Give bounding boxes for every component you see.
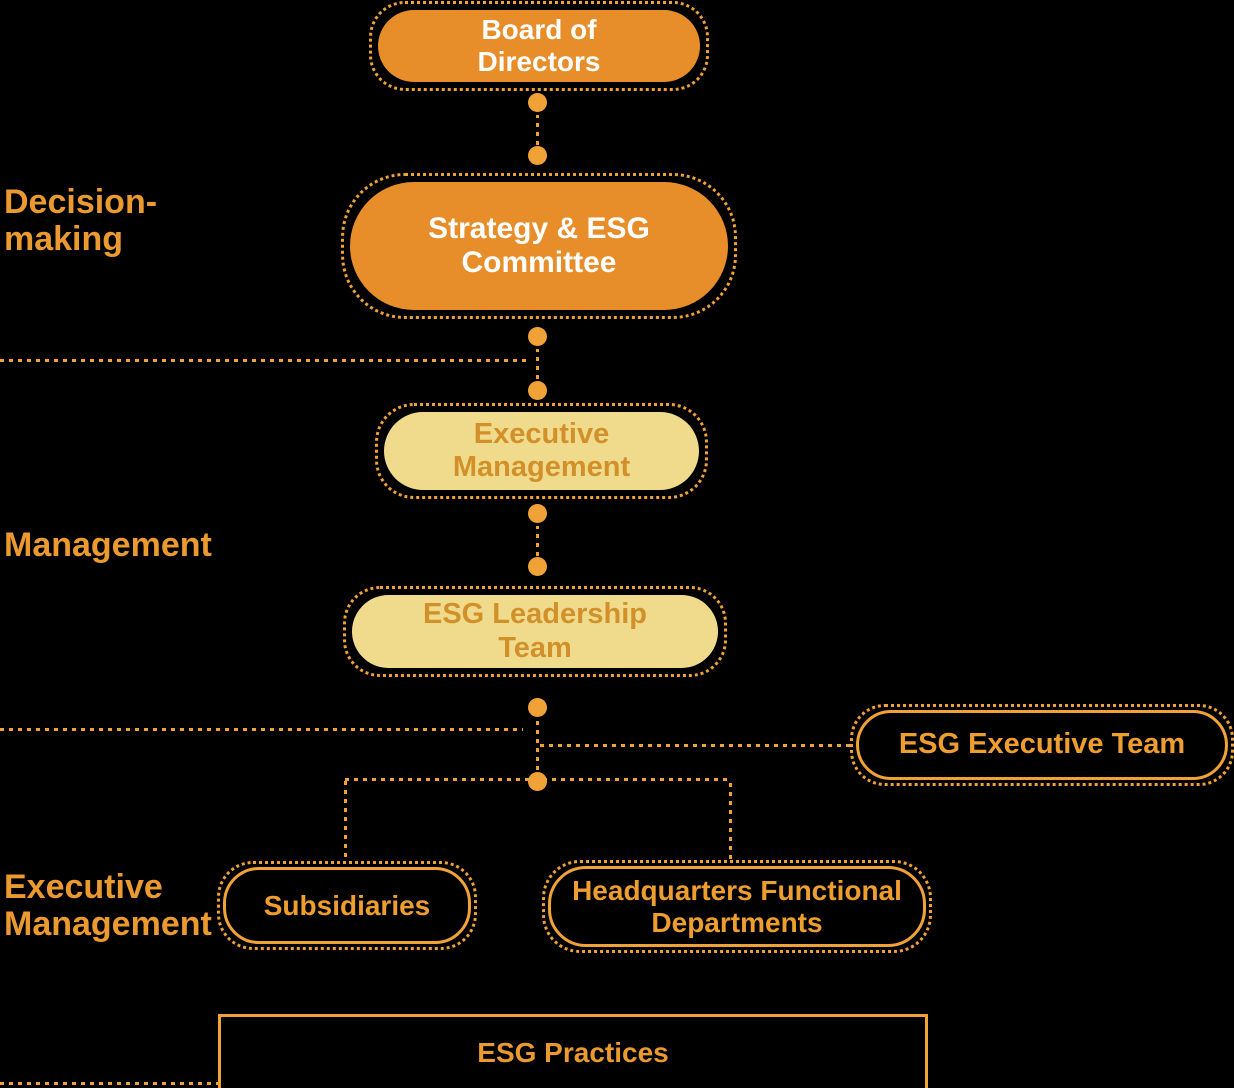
esg-leadership-team-node: ESG Leadership Team [343,586,727,677]
esg-executive-team-node: ESG Executive Team [850,704,1234,786]
branch-line-right-vertical [729,781,732,859]
dotted-connector-vertical [536,720,539,770]
executive-management-node: Executive Management [375,403,708,499]
connector-dot [528,146,547,165]
section-label-decision-making: Decision- making [4,183,158,259]
esg-practices-node: ESG Practices [218,1014,928,1088]
connector-dot [528,327,547,346]
dotted-connector-vertical [536,115,539,145]
section-label-executive-management: Executive Management [4,868,212,944]
connector-dot [528,93,547,112]
dotted-connector-vertical [536,349,539,379]
subsidiaries-node: Subsidiaries [217,861,477,950]
branch-line-left-vertical [344,781,347,857]
dotted-connector-vertical [536,526,539,556]
connector-dot [528,381,547,400]
strategy-esg-committee-node: Strategy & ESG Committee [341,173,737,319]
bottom-separator-line [0,1082,218,1085]
connector-dot [528,557,547,576]
connector-dot [528,698,547,717]
connector-dot [528,772,547,791]
connector-dot [528,504,547,523]
branch-line-horizontal [345,778,731,781]
section-label-management: Management [4,526,212,564]
section-separator-line [0,359,527,362]
section-separator-line [0,728,523,731]
dotted-connector-horizontal [540,744,851,747]
board-of-directors-node: Board of Directors [369,1,709,91]
headquarters-functional-departments-node: Headquarters Functional Departments [542,860,932,953]
